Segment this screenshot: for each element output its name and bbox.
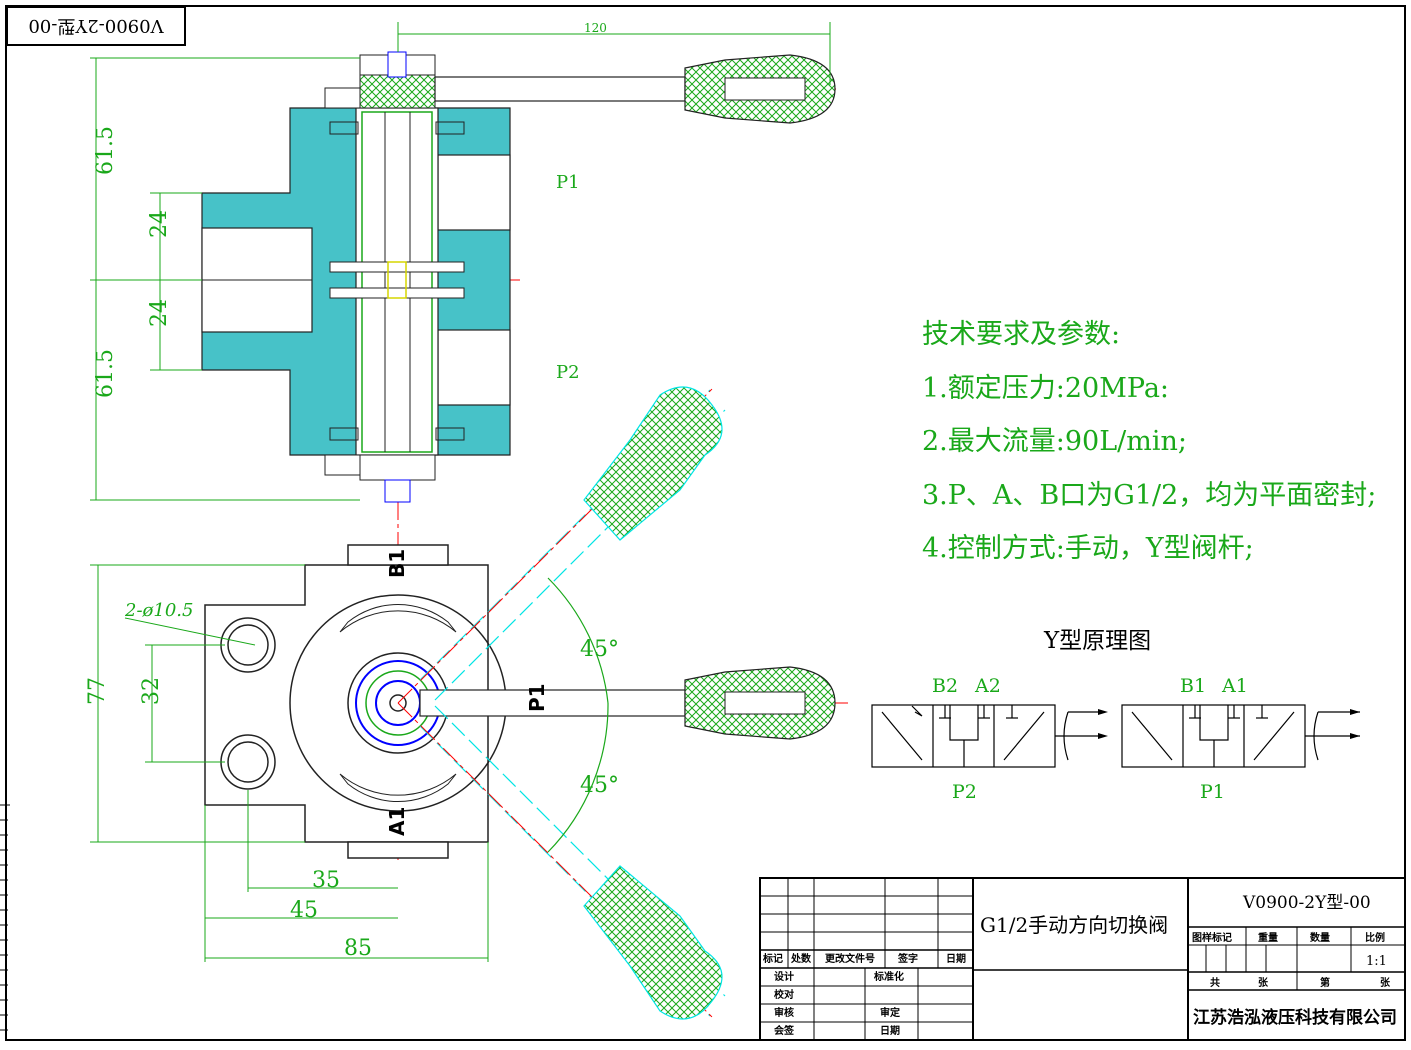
- angle-lower-label: 45°: [580, 773, 619, 798]
- schematic-right-b: B1: [1180, 675, 1206, 697]
- schematic-left-p: P2: [952, 781, 977, 803]
- title-block-text: 标记 处数 更改文件号 签字 日期 设计 标准化 校对 审核 审定 会签 日期 …: [762, 931, 1391, 1037]
- tb-weight: 重量: [1258, 931, 1278, 944]
- tb-sheet-no: 第: [1320, 976, 1330, 989]
- dim-32: 32: [139, 677, 164, 705]
- title-block: [759, 877, 1406, 1041]
- y-schematic: Y型原理图: [871, 628, 1360, 803]
- tech-item-1: 1.额定压力:20MPa:: [922, 373, 1169, 404]
- schematic-right-a: A1: [1221, 675, 1248, 697]
- section-view: P1 P2: [150, 51, 840, 560]
- tb-standardize: 标准化: [873, 970, 904, 983]
- tb-quantity: 数量: [1310, 931, 1330, 944]
- schematic-left-b: B2: [932, 675, 958, 697]
- tb-mark: 标记: [762, 952, 783, 965]
- port-p1-label: P1: [556, 172, 580, 193]
- tb-sheet-unit: 张: [1258, 976, 1269, 989]
- dim-77: 77: [85, 677, 110, 705]
- tech-title: 技术要求及参数:: [922, 319, 1120, 350]
- scale-value: 1:1: [1366, 954, 1387, 969]
- dimension-lines-plan: [90, 564, 489, 962]
- tech-item-2: 2.最大流量:90L/min;: [922, 426, 1187, 457]
- tb-ratio: 比例: [1365, 931, 1385, 944]
- schematic-title: Y型原理图: [1043, 628, 1151, 654]
- tb-check: 校对: [774, 988, 794, 1001]
- tb-approve: 审定: [880, 1006, 900, 1019]
- dim-61-5-upper: 61.5: [93, 126, 118, 175]
- tb-date: 日期: [946, 952, 966, 965]
- corner-code-box: [6, 6, 186, 46]
- tb-review: 审核: [774, 1006, 794, 1019]
- company-name: 江苏浩泓液压科技有限公司: [1193, 1007, 1397, 1028]
- tech-item-3: 3.P、A、B口为G1/2，均为平面密封;: [922, 480, 1376, 511]
- tb-countersign: 会签: [774, 1024, 795, 1037]
- port-p2-label: P2: [556, 362, 580, 383]
- dim-holes: 2-ø10.5: [124, 600, 193, 621]
- corner-code: V0900-2Y型-00: [28, 15, 164, 36]
- dim-45: 45: [290, 898, 318, 923]
- angle-upper-label: 45°: [580, 637, 619, 662]
- product-name: G1/2手动方向切换阀: [980, 913, 1168, 937]
- schematic-right-p: P1: [1200, 781, 1225, 803]
- schematic-left-a: A2: [974, 675, 1001, 697]
- plan-view: B1 A1 P1: [204, 386, 850, 1020]
- port-b1-label: B1: [385, 549, 409, 578]
- port-a1-label: A1: [385, 807, 409, 836]
- dim-24-upper: 24: [147, 210, 172, 238]
- dim-24-lower: 24: [147, 299, 172, 327]
- tb-design: 设计: [774, 970, 794, 983]
- tech-requirements: 技术要求及参数: 1.额定压力:20MPa: 2.最大流量:90L/min; 3…: [922, 319, 1376, 564]
- handle-p1-label: P1: [525, 683, 549, 712]
- tb-sign: 签字: [897, 952, 918, 965]
- drawing-number: V0900-2Y型-00: [1242, 893, 1371, 913]
- tb-stage-mark: 图样标记: [1192, 931, 1232, 944]
- dim-35: 35: [312, 868, 340, 893]
- tb-date2: 日期: [880, 1024, 900, 1037]
- dim-61-5-lower: 61.5: [93, 349, 118, 398]
- left-ruler: [0, 804, 10, 1031]
- tb-change-doc: 更改文件号: [825, 952, 875, 965]
- tb-sheet-unit2: 张: [1380, 976, 1391, 989]
- dim-85: 85: [344, 936, 372, 961]
- sheet-border: [5, 5, 1406, 1041]
- tb-count: 处数: [790, 952, 812, 965]
- dim-120: 120: [584, 21, 607, 35]
- tech-item-4: 4.控制方式:手动，Y型阀杆;: [922, 533, 1254, 564]
- dimension-lines-top: [90, 22, 831, 501]
- tb-total: 共: [1210, 976, 1220, 989]
